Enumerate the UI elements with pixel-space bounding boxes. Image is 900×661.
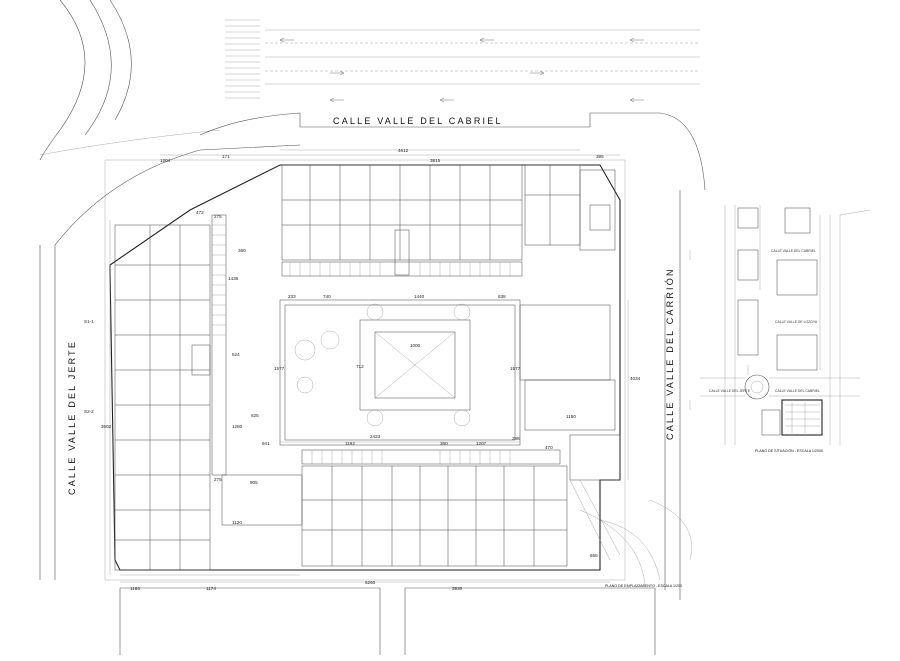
svg-text:275: 275 bbox=[214, 477, 222, 482]
svg-text:625: 625 bbox=[251, 413, 259, 418]
north-road bbox=[225, 19, 700, 103]
svg-text:1000: 1000 bbox=[410, 343, 421, 348]
svg-text:524: 524 bbox=[232, 352, 240, 357]
svg-text:712: 712 bbox=[356, 364, 364, 369]
svg-text:1280: 1280 bbox=[232, 424, 243, 429]
street-east-label: CALLE VALLE DEL CARRIÓN bbox=[665, 267, 675, 440]
svg-text:1577: 1577 bbox=[510, 366, 521, 371]
svg-text:2423: 2423 bbox=[370, 434, 381, 439]
svg-text:638: 638 bbox=[498, 294, 506, 299]
svg-text:941: 941 bbox=[262, 441, 270, 446]
svg-text:1577: 1577 bbox=[274, 366, 285, 371]
location-plan-caption: PLANO DE SITUACIÓN - ESCALA 1/2000 bbox=[755, 448, 823, 453]
svg-text:360: 360 bbox=[238, 248, 246, 253]
svg-text:1150: 1150 bbox=[566, 414, 576, 419]
svg-text:S2-2: S2-2 bbox=[84, 409, 94, 414]
dimension-lines bbox=[109, 149, 629, 583]
south-wing bbox=[221, 434, 621, 567]
svg-text:CALLE VALLE DE LOZOYA: CALLE VALLE DE LOZOYA bbox=[775, 320, 818, 324]
svg-text:3930: 3930 bbox=[452, 586, 463, 591]
svg-text:1120: 1120 bbox=[232, 520, 242, 525]
svg-text:CALLE VALLE DEL CABRIEL: CALLE VALLE DEL CABRIEL bbox=[771, 249, 816, 253]
svg-text:CALLE VALLE DEL JERTE: CALLE VALLE DEL JERTE bbox=[709, 389, 751, 393]
svg-text:740: 740 bbox=[323, 294, 331, 299]
svg-text:3815: 3815 bbox=[430, 158, 441, 163]
north-wing bbox=[281, 164, 616, 277]
plot-outline bbox=[39, 112, 706, 655]
svg-text:5260: 5260 bbox=[365, 580, 376, 585]
svg-text:1192: 1192 bbox=[345, 441, 355, 446]
svg-text:1440: 1440 bbox=[414, 294, 425, 299]
west-wing bbox=[114, 214, 227, 571]
svg-text:3602: 3602 bbox=[101, 424, 112, 429]
svg-text:288: 288 bbox=[512, 436, 520, 441]
svg-text:233: 233 bbox=[288, 294, 296, 299]
svg-text:275: 275 bbox=[214, 214, 222, 219]
svg-text:171: 171 bbox=[222, 154, 230, 159]
street-north-label: CALLE VALLE DEL CABRIEL bbox=[333, 116, 503, 126]
svg-text:360: 360 bbox=[440, 441, 448, 446]
svg-text:470: 470 bbox=[545, 445, 553, 450]
svg-text:655: 655 bbox=[590, 553, 598, 558]
roundabout-arcs bbox=[39, 0, 221, 161]
location-plan-inset: CALLE VALLE DEL CABRIEL CALLE VALLE DE L… bbox=[700, 205, 871, 453]
site-plan-caption: PLANO DE EMPLAZAMIENTO - ESCALA 1/200 bbox=[605, 584, 682, 588]
svg-text:1174: 1174 bbox=[206, 586, 216, 591]
svg-text:1204: 1204 bbox=[160, 158, 171, 163]
svg-text:395: 395 bbox=[596, 154, 604, 159]
svg-text:905: 905 bbox=[250, 480, 258, 485]
central-courtyard bbox=[279, 299, 616, 446]
svg-text:1436: 1436 bbox=[228, 276, 239, 281]
svg-text:1207: 1207 bbox=[476, 441, 487, 446]
street-west-label: CALLE VALLE DEL JERTE bbox=[67, 340, 77, 495]
svg-text:472: 472 bbox=[196, 210, 204, 215]
svg-text:1166: 1166 bbox=[130, 586, 140, 591]
svg-text:4612: 4612 bbox=[398, 148, 409, 153]
dimension-labels: 4612 3815 1204 171 395 472 275 360 1436 … bbox=[84, 148, 641, 591]
svg-text:CALLE VALLE DEL CABRIEL: CALLE VALLE DEL CABRIEL bbox=[775, 389, 820, 393]
svg-text:4034: 4034 bbox=[630, 376, 641, 381]
svg-text:S1-1: S1-1 bbox=[84, 319, 94, 324]
